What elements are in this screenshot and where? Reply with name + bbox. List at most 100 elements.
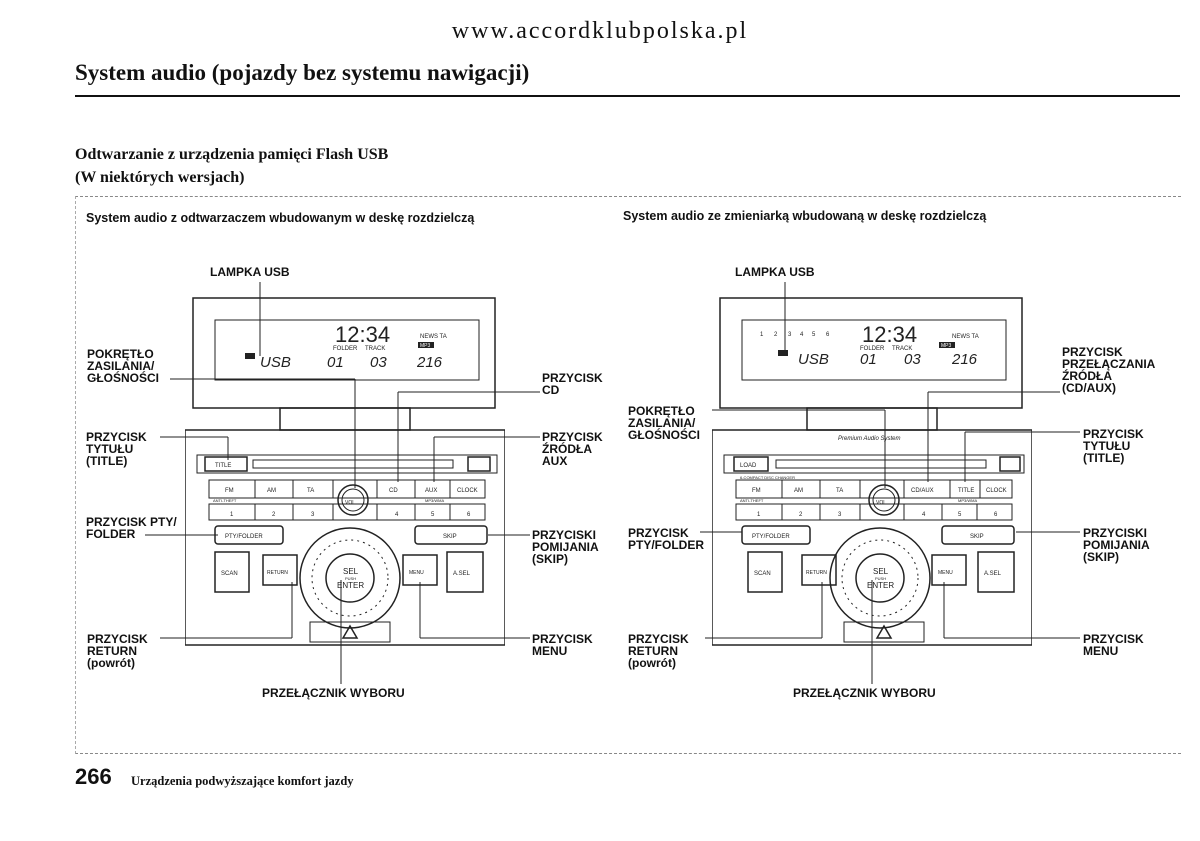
left-sel-button bbox=[325, 553, 375, 603]
left-mp3-badge bbox=[418, 342, 434, 348]
left-eject-button bbox=[467, 456, 491, 472]
right-preset-4: 4 bbox=[922, 512, 926, 518]
left-enter-text: ENTER bbox=[337, 581, 364, 590]
left-push-text: PUSH bbox=[345, 576, 356, 581]
left-menu-text: MENU bbox=[409, 570, 424, 576]
footer-text: Urządzenia podwyższające komfort jazdy bbox=[131, 774, 354, 788]
right-ta-text: TA bbox=[836, 488, 843, 494]
right-pty-folder-button bbox=[741, 525, 811, 545]
right-sel-text: SEL bbox=[873, 567, 889, 576]
right-volume-knob bbox=[868, 484, 900, 516]
left-scan-text: SCAN bbox=[221, 571, 238, 577]
right-time: 12:34 bbox=[862, 322, 917, 347]
right-label-menu-button: PRZYCISK MENU bbox=[1083, 632, 1144, 658]
left-cd-text: CD bbox=[389, 488, 398, 494]
right-title-text: TITLE bbox=[958, 488, 974, 494]
left-wma: MP3/WMA bbox=[425, 498, 444, 503]
right-push-text: PUSH bbox=[875, 576, 886, 581]
right-label-title-button: PRZYCISK TYTUŁU (TITLE) bbox=[1083, 427, 1144, 465]
left-label-cd-button: PRZYCISK CD bbox=[542, 371, 603, 397]
left-selector-ring bbox=[299, 527, 401, 629]
left-label-title-button: PRZYCISK TYTUŁU (TITLE) bbox=[86, 430, 147, 468]
figure-frame bbox=[75, 196, 1181, 754]
left-asel-button bbox=[446, 551, 484, 593]
section-subheading: (W niektórych wersjach) bbox=[75, 169, 245, 186]
right-asel-button bbox=[977, 551, 1015, 593]
left-preset-5: 5 bbox=[431, 512, 435, 518]
right-fm-text: FM bbox=[752, 488, 761, 494]
left-title-text: TITLE bbox=[215, 463, 231, 469]
left-label-menu-button: PRZYCISK MENU bbox=[532, 632, 593, 658]
right-menu-button bbox=[931, 554, 967, 586]
left-vol-text: VOL bbox=[345, 500, 355, 506]
left-label-skip-button: PRZYCISKI POMIJANIA (SKIP) bbox=[532, 528, 599, 566]
right-label-skip-button: PRZYCISKI POMIJANIA (SKIP) bbox=[1083, 526, 1150, 564]
right-hazard-icon bbox=[875, 624, 893, 639]
left-radio-body bbox=[185, 429, 505, 646]
right-disc-2: 2 bbox=[774, 332, 778, 338]
right-folder-value: 01 bbox=[860, 351, 877, 368]
right-disc-6: 6 bbox=[826, 332, 830, 338]
right-pty-text: PTY/FOLDER bbox=[752, 534, 790, 540]
right-skip-button bbox=[941, 525, 1015, 545]
right-folder-label: FOLDER bbox=[860, 346, 885, 352]
page-number: 266 bbox=[75, 764, 112, 789]
left-preset-6: 6 bbox=[467, 512, 471, 518]
right-preset-6: 6 bbox=[994, 512, 998, 518]
left-label-usb-lamp: LAMPKA USB bbox=[210, 265, 290, 279]
left-return-text: RETURN bbox=[267, 570, 288, 576]
left-skip-button bbox=[414, 525, 488, 545]
left-track-label: TRACK bbox=[365, 346, 385, 352]
right-scan-text: SCAN bbox=[754, 571, 771, 577]
left-usb-lamp-icon bbox=[245, 353, 255, 359]
right-track-label: TRACK bbox=[892, 346, 912, 352]
right-disc-3: 3 bbox=[788, 332, 792, 338]
right-label-power-volume: POKRĘTŁO ZASILANIA/ GŁOŚNOŚCI bbox=[628, 404, 701, 442]
right-load-button bbox=[733, 456, 769, 472]
right-sel-button bbox=[855, 553, 905, 603]
left-ta-text: TA bbox=[307, 488, 314, 494]
right-preset-3: 3 bbox=[838, 512, 842, 518]
left-track-value: 03 bbox=[370, 354, 387, 371]
right-preset-5: 5 bbox=[958, 512, 962, 518]
right-wma: MP3/WMA bbox=[958, 498, 977, 503]
right-clock-text: CLOCK bbox=[986, 488, 1007, 494]
left-anti-theft: ANTI-THEFT bbox=[213, 498, 237, 503]
left-folder-label: FOLDER bbox=[333, 346, 358, 352]
right-news-ta: NEWS TA bbox=[952, 334, 979, 340]
left-skip-text: SKIP bbox=[443, 534, 457, 540]
header-rule bbox=[75, 95, 1180, 97]
left-time: 12:34 bbox=[335, 322, 390, 347]
left-volume-knob bbox=[337, 484, 369, 516]
right-disc-5: 5 bbox=[812, 332, 816, 338]
left-radio-illustration: 12:34 FOLDER TRACK NEWS TA MP3 USB 01 03… bbox=[185, 297, 505, 646]
left-usb-text: USB bbox=[260, 354, 291, 371]
right-label-pty-button: PRZYCISK PTY/FOLDER bbox=[628, 526, 705, 552]
left-folder-value: 01 bbox=[327, 354, 344, 371]
left-cd-slot bbox=[252, 459, 454, 469]
site-url: www.accordklubpolska.pl bbox=[451, 18, 749, 44]
left-preset-4: 4 bbox=[395, 512, 399, 518]
right-label-selector: PRZEŁĄCZNIK WYBORU bbox=[793, 686, 936, 700]
right-vol-text: VOL bbox=[876, 500, 886, 506]
right-menu-text: MENU bbox=[938, 570, 953, 576]
right-return-text: RETURN bbox=[806, 570, 827, 576]
right-usb-lamp-icon bbox=[778, 350, 788, 356]
left-panel-caption: System audio z odtwarzaczem wbudowanym w… bbox=[86, 211, 475, 225]
right-mp3-text: MP3 bbox=[941, 343, 952, 349]
right-label-return-button: PRZYCISK RETURN (powrót) bbox=[628, 632, 689, 670]
right-display-screen bbox=[741, 319, 1007, 381]
right-eject-button bbox=[999, 456, 1021, 472]
left-label-selector: PRZEŁĄCZNIK WYBORU bbox=[262, 686, 405, 700]
left-aux-text: AUX bbox=[425, 488, 437, 494]
right-mp3-badge bbox=[939, 342, 955, 348]
left-count-value: 216 bbox=[416, 354, 443, 371]
right-enter-text: ENTER bbox=[867, 581, 894, 590]
right-panel-caption: System audio ze zmieniarką wbudowaną w d… bbox=[623, 209, 987, 223]
right-changer-text: 6-COMPACT DISC CHANGER bbox=[740, 475, 795, 480]
left-preset-1: 1 bbox=[230, 512, 234, 518]
left-display-screen bbox=[214, 319, 480, 381]
left-am-text: AM bbox=[267, 488, 276, 494]
